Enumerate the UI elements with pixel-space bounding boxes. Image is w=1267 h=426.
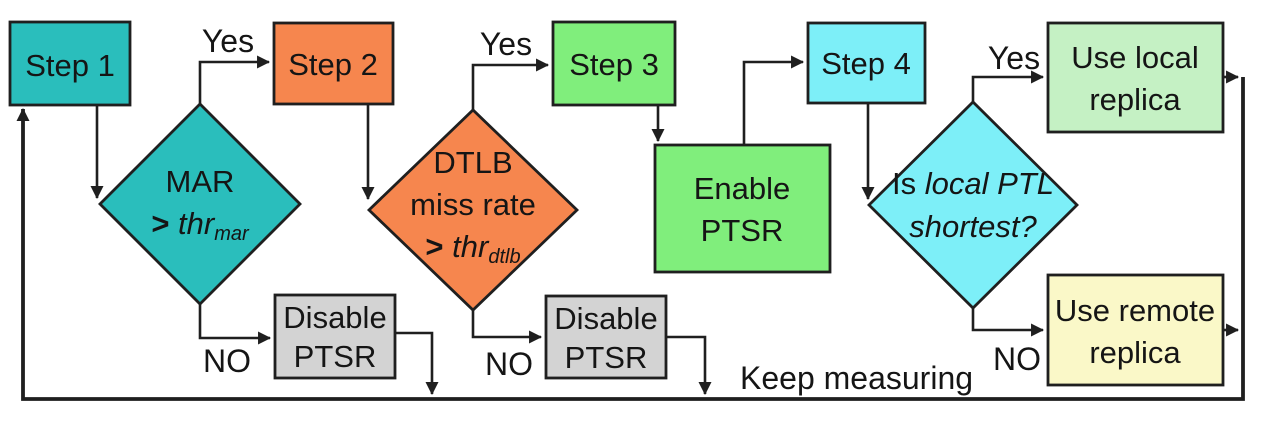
connector-dtlb-no-to-disable2 [471,310,543,344]
decision-dtlb-label-line2: miss rate [410,187,536,222]
connector-disable2-to-loop [666,335,712,396]
use-local-label-line1: Use local [1071,40,1199,75]
decision-dtlb-label-line3: > thrdtlb [425,229,520,268]
dtlb-thr-subscript: dtlb [488,246,520,268]
decision-dtlb-diamond [366,108,580,312]
yes-label-2: Yes [480,26,532,62]
connector-mar-no-to-disable1 [198,304,272,345]
no-label-2: NO [485,346,533,382]
step1-box [8,20,132,107]
dtlb-gt-sign: > [425,229,452,264]
connector-disable1-to-loop [395,331,439,396]
disable-ptsr-1-label-line2: PTSR [294,339,377,374]
step2-box [272,21,395,106]
decision-ptl-diamond [867,100,1079,310]
disable-ptsr-2-label-line2: PTSR [565,340,648,375]
use-remote-label-line2: replica [1089,335,1181,370]
step4-label: Step 4 [821,46,911,81]
yes-label-3: Yes [988,40,1040,76]
decision-mar-label-line1: MAR [166,164,235,199]
ptl-is-prefix: Is [892,166,925,201]
no-label-3: NO [993,341,1041,377]
connector-dtlb-yes-to-step3 [471,58,550,110]
disable-ptsr-1-label-line1: Disable [283,300,386,335]
use-remote-replica-box [1046,273,1225,387]
connector-mar-yes-to-step2 [198,55,271,104]
decision-mar-diamond [98,102,302,306]
mar-thr-subscript: mar [214,223,250,245]
dtlb-thr: thr [452,229,490,264]
connector-enable-ptsr-to-step4 [742,55,805,145]
enable-ptsr-label-line1: Enable [694,171,791,206]
disable-ptsr-box-2 [544,294,668,380]
step2-label: Step 2 [288,47,378,82]
step1-label: Step 1 [25,48,115,83]
step3-label: Step 3 [569,47,659,82]
use-local-label-line2: replica [1089,82,1181,117]
enable-ptsr-box [653,143,832,274]
enable-ptsr-label-line2: PTSR [701,213,784,248]
step3-box [551,20,677,107]
mar-thr: thr [178,206,216,241]
keep-measuring-label: Keep measuring [740,360,973,396]
step4-box [806,21,927,105]
disable-ptsr-2-label-line1: Disable [554,301,657,336]
connector-ptl-no-to-use-remote [971,308,1045,337]
ptl-local-ptl: local PTL [925,166,1054,201]
use-remote-label-line1: Use remote [1055,293,1215,328]
yes-label-1: Yes [202,23,254,59]
decision-dtlb-label-line1: DTLB [433,145,512,180]
disable-ptsr-box-1 [273,293,397,380]
connector-ptl-yes-to-use-local [971,70,1045,102]
use-local-replica-box [1046,21,1225,134]
mar-gt-sign: > [151,206,178,241]
connector-feedback-loop [16,77,1245,401]
decision-ptl-label-line2: shortest? [909,209,1037,244]
decision-mar-label-line2: > thrmar [151,206,250,245]
no-label-1: NO [203,343,251,379]
decision-ptl-label-line1: Is local PTL [892,166,1054,201]
